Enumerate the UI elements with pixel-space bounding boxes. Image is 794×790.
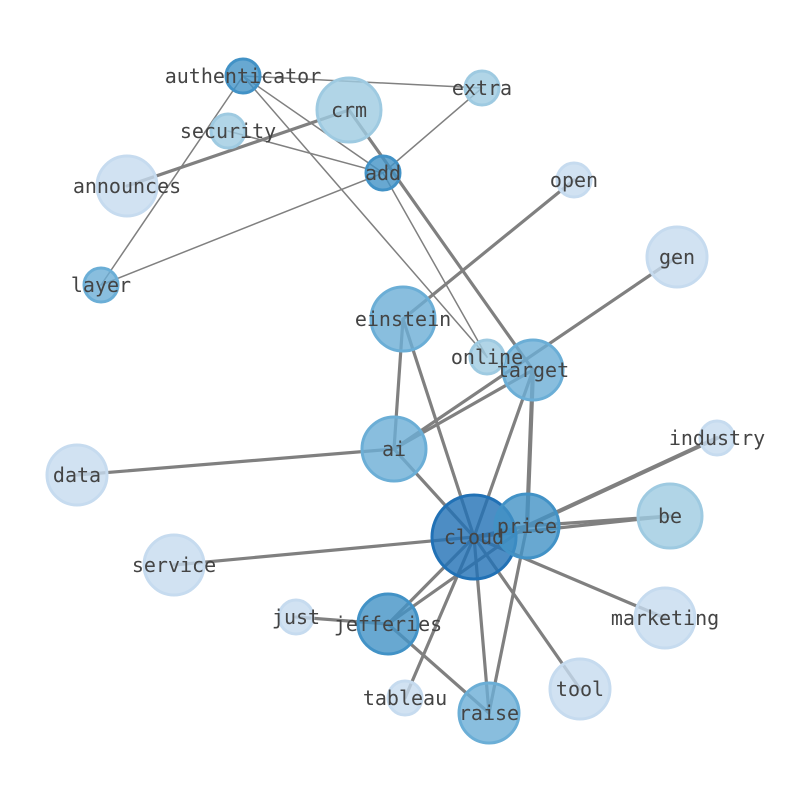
node-label-price: price <box>497 514 557 538</box>
node-label-gen: gen <box>659 245 695 269</box>
node-marketing <box>633 586 697 650</box>
node-security <box>209 112 247 150</box>
edge-authenticator-add <box>242 75 384 174</box>
node-open <box>555 161 593 199</box>
node-data <box>45 443 109 507</box>
node-ai <box>360 415 428 483</box>
node-label-marketing: marketing <box>611 606 719 630</box>
node-label-einstein: einstein <box>355 307 451 331</box>
node-industry <box>698 419 736 457</box>
node-tableau <box>386 679 424 717</box>
node-label-cloud: cloud <box>444 525 504 549</box>
node-label-service: service <box>132 553 216 577</box>
node-label-industry: industry <box>669 426 765 450</box>
node-label-authenticator: authenticator <box>165 64 322 88</box>
node-raise <box>457 681 521 745</box>
node-price <box>493 492 561 560</box>
node-label-tool: tool <box>556 677 604 701</box>
node-be <box>636 482 704 550</box>
node-jefferies <box>356 592 420 656</box>
node-just <box>277 598 315 636</box>
edge-security-add <box>227 130 384 174</box>
node-tool <box>548 657 612 721</box>
edge-target-crm <box>347 108 535 372</box>
edge-add-extra <box>382 87 483 174</box>
edge-cloud-service <box>172 535 476 567</box>
node-layer <box>82 266 120 304</box>
node-add <box>364 154 402 192</box>
node-label-online: online <box>451 345 523 369</box>
node-label-ai: ai <box>382 437 406 461</box>
node-label-just: just <box>272 605 320 629</box>
node-label-data: data <box>53 463 101 487</box>
node-label-be: be <box>658 504 682 528</box>
edge-ai-data <box>75 447 396 477</box>
edge-add-online <box>382 172 488 358</box>
node-announces <box>95 154 159 218</box>
node-einstein <box>369 285 437 353</box>
edge-einstein-open <box>401 178 576 321</box>
node-label-crm: crm <box>331 98 367 122</box>
node-service <box>142 533 206 597</box>
node-label-announces: announces <box>73 174 181 198</box>
node-authenticator <box>224 57 262 95</box>
node-label-jefferies: jefferies <box>334 612 442 636</box>
node-label-raise: raise <box>459 701 519 725</box>
node-label-tableau: tableau <box>363 686 447 710</box>
node-layer <box>45 57 736 745</box>
node-label-open: open <box>550 168 598 192</box>
node-label-security: security <box>180 119 276 143</box>
edge-authenticator-layer <box>100 75 244 286</box>
node-crm <box>315 76 383 144</box>
node-label-extra: extra <box>452 76 512 100</box>
node-target <box>501 338 565 402</box>
node-label-target: target <box>497 358 569 382</box>
node-online <box>468 338 506 376</box>
node-gen <box>645 225 709 289</box>
node-label-add: add <box>365 161 401 185</box>
edge-crm-announces <box>125 108 351 188</box>
node-label-layer: layer <box>71 273 131 297</box>
node-extra <box>463 69 501 107</box>
edge-add-layer <box>100 172 384 286</box>
edge-authenticator-online <box>242 75 488 358</box>
edge-price-industry <box>524 435 720 529</box>
